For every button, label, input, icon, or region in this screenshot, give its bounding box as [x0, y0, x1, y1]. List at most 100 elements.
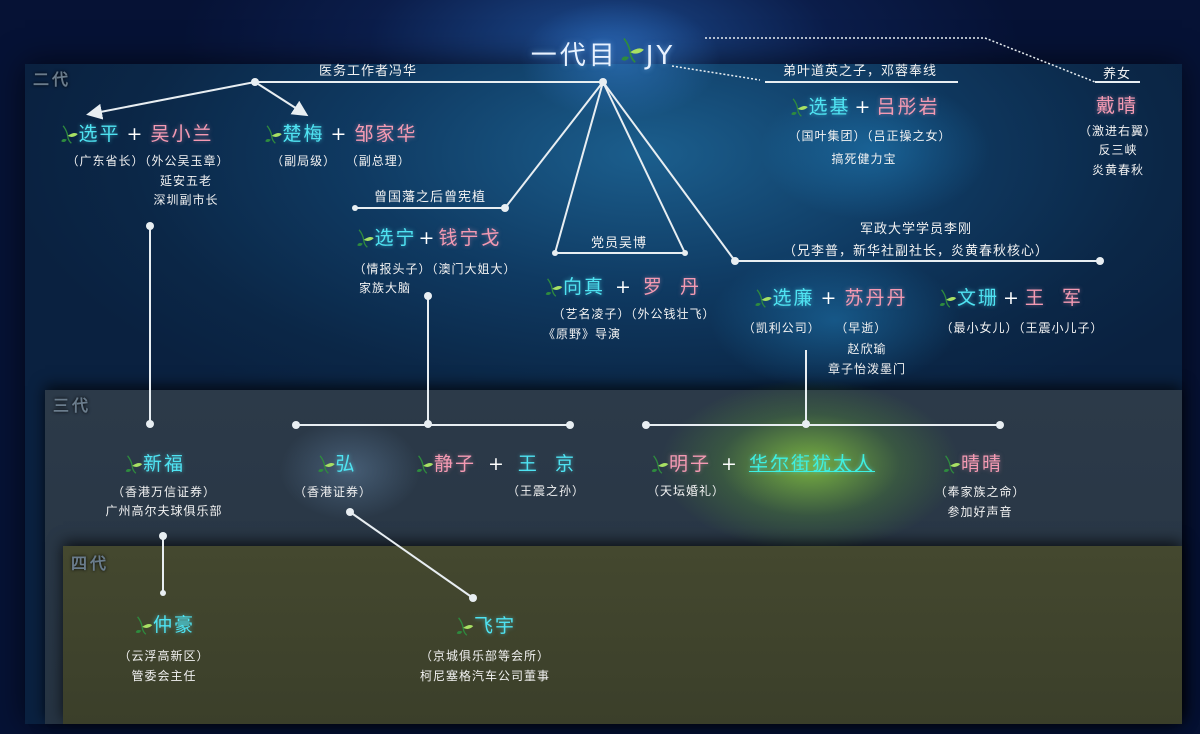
- leaf-icon: [941, 454, 963, 476]
- person-name: 飞宇: [473, 615, 517, 637]
- note-xuanlian-3: 章子怡泼墨门: [827, 362, 907, 376]
- spouse-name: 王 京: [517, 453, 577, 475]
- plus-sign: +: [418, 227, 437, 249]
- line-to-xuanning: [504, 81, 604, 209]
- spouse-name: 华尔街犹太人: [748, 453, 875, 475]
- note-xiangzhen-2: 《原野》导演: [542, 327, 622, 341]
- person-name: 选廉: [772, 287, 815, 309]
- couple-xiangzhen: 向真 + 罗 丹: [543, 272, 701, 299]
- spouse-name: 王 军: [1024, 287, 1084, 309]
- note-daiqing-1: （激进右翼）: [1078, 124, 1158, 138]
- couple-xuanji: 选基+吕彤岩: [789, 92, 940, 119]
- person-name: 楚梅: [282, 123, 325, 145]
- leaf-icon: [543, 277, 565, 299]
- person-name: 仲豪: [152, 614, 196, 636]
- person-name: 弘: [335, 453, 357, 475]
- leaf-icon: [618, 34, 648, 68]
- note-xinfu-2: 广州高尔夫球俱乐部: [105, 504, 223, 518]
- note-feiyu-2: 柯尼塞格汽车公司董事: [419, 669, 551, 683]
- generation-2-label: 二代: [33, 70, 72, 89]
- leaf-icon: [123, 454, 145, 476]
- label-military: 军政大学学员李刚: [859, 222, 973, 237]
- label-adopted: 养女: [1102, 67, 1132, 82]
- couple-xuanlian: 选廉+苏丹丹: [753, 283, 908, 310]
- plus-sign: +: [820, 287, 839, 309]
- person-zhonghao: 仲豪: [133, 610, 195, 637]
- title-main: 一代目: [530, 41, 618, 71]
- spouse-name: 吕彤岩: [876, 96, 940, 118]
- couple-chumei: 楚梅+邹家华: [263, 119, 418, 146]
- line-hong-child: [349, 511, 474, 599]
- line-to-xiangzhen-b: [602, 81, 686, 254]
- plus-sign: +: [1003, 287, 1021, 309]
- couple-xuanning: 选宁+钱宁戈: [355, 223, 502, 250]
- person-name: 静子: [433, 453, 476, 475]
- plus-sign: +: [488, 453, 506, 475]
- person-daiqing: 戴晴: [1096, 91, 1138, 118]
- spouse-name: 邹家华: [354, 123, 418, 145]
- dotted-to-xuanji: [671, 65, 761, 81]
- leaf-icon: [649, 454, 671, 476]
- leaf-icon: [315, 454, 337, 476]
- note-zhonghao-2: 管委会主任: [131, 669, 197, 683]
- line-to-chumei: [254, 81, 309, 117]
- dotted-to-daiqing: [705, 37, 1096, 83]
- note-xuanlian-1: （凯利公司） （早逝）: [742, 321, 888, 335]
- person-name: 明子: [669, 453, 712, 475]
- note-xiangzhen-1: （艺名凌子）（外公钱壮飞）: [552, 307, 716, 321]
- leaf-icon: [753, 288, 775, 310]
- note-xuanji-1: （国叶集团）（吕正操之女）: [788, 129, 952, 143]
- label-zeng-line: 曾国藩之后曾宪植: [373, 190, 487, 205]
- person-name: 向真: [562, 276, 605, 298]
- note-daiqing-3: 炎黄春秋: [1091, 163, 1145, 177]
- note-feiyu-1: （京城俱乐部等会所）: [419, 649, 551, 663]
- note-chumei-1: （副局级） （副总理）: [271, 154, 411, 168]
- note-daiqing-2: 反三峡: [1098, 143, 1138, 157]
- person-name: 选宁: [374, 227, 417, 249]
- leaf-icon: [355, 228, 377, 250]
- person-qingqing: 晴晴: [941, 449, 1003, 476]
- label-military-note: （兄李普，新华社副社长，炎黄春秋核心）: [782, 244, 1050, 259]
- note-xuanping-2: 延安五老: [159, 174, 213, 188]
- label-ye-line: 弟叶道英之子，邓蓉奉线: [782, 64, 938, 79]
- leaf-icon: [414, 454, 436, 476]
- note-jingzi-1: （王震之孙）: [506, 484, 586, 498]
- leaf-icon: [454, 616, 476, 638]
- note-qingqing-1: （奉家族之命）: [934, 485, 1026, 499]
- note-xuanping-1: （广东省长）（外公吴玉章）: [66, 154, 230, 168]
- plus-sign: +: [615, 276, 633, 298]
- person-name: 戴晴: [1095, 95, 1139, 117]
- note-zhonghao-1: （云浮高新区）: [118, 649, 210, 663]
- leaf-icon: [937, 288, 959, 310]
- couple-xuanping: 选平+吴小兰: [59, 119, 214, 146]
- spouse-name: 罗 丹: [642, 276, 702, 298]
- couple-mingzi: 明子+华尔街犹太人: [649, 449, 875, 476]
- plus-sign: +: [126, 123, 145, 145]
- person-name: 晴晴: [960, 453, 1004, 475]
- person-name: 文珊: [956, 287, 999, 309]
- note-xuanji-2: 搞死健力宝: [831, 152, 897, 166]
- spouse-name: 苏丹丹: [844, 287, 908, 309]
- spouse-name: 钱宁戈: [438, 227, 502, 249]
- generation-3-label: 三代: [53, 396, 92, 415]
- note-xinfu-1: （香港万信证券）: [111, 485, 217, 499]
- spouse-name: 吴小兰: [150, 123, 214, 145]
- leaf-icon: [789, 97, 811, 119]
- note-wenshan-1: （最小女儿）（王震小儿子）: [940, 321, 1104, 335]
- person-name: 新福: [142, 453, 186, 475]
- note-mingzi-1: （天坛婚礼）: [646, 484, 726, 498]
- person-feiyu: 飞宇: [454, 611, 516, 638]
- couple-wenshan: 文珊+王 军: [937, 283, 1083, 310]
- plus-sign: +: [330, 123, 349, 145]
- label-wu-bo: 党员吴博: [590, 236, 648, 251]
- couple-jingzi: 静子 + 王 京: [414, 449, 576, 476]
- note-qingqing-2: 参加好声音: [947, 505, 1013, 519]
- note-hong-1: （香港证券）: [293, 485, 373, 499]
- person-name: 选平: [78, 123, 121, 145]
- leaf-icon: [263, 124, 285, 146]
- note-xuanning-2: 家族大脑: [358, 281, 412, 295]
- leaf-icon: [133, 615, 155, 637]
